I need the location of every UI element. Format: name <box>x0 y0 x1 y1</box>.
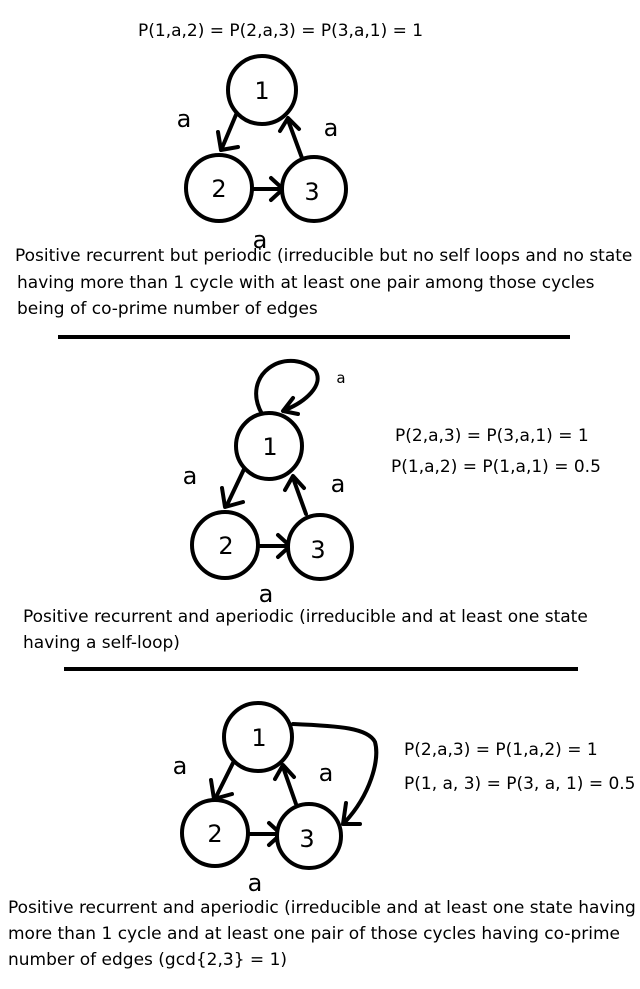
state-3-label: 3 <box>299 825 314 853</box>
edge-label-3-1: a <box>331 470 346 498</box>
edge-label-3-1: a <box>319 759 334 787</box>
edge-label-3-1: a <box>324 114 339 142</box>
edge-label-1-2: a <box>183 462 198 490</box>
section-1-caption-line-3: being of co-prime number of edges <box>17 299 318 319</box>
state-2-label: 2 <box>211 175 226 203</box>
edge-label-1-2: a <box>177 105 192 133</box>
section-1: P(1,a,2) = P(2,a,3) = P(3,a,1) = 1 1 2 3… <box>15 21 632 319</box>
state-2-label: 2 <box>207 820 222 848</box>
edge-1-to-2 <box>214 755 238 799</box>
state-2-label: 2 <box>218 532 233 560</box>
section-2-probability-line-2: P(1,a,2) = P(1,a,1) = 0.5 <box>391 457 601 477</box>
arrowhead-self-loop-1 <box>281 396 300 416</box>
edge-1-to-2 <box>220 108 240 150</box>
self-loop-1 <box>254 358 320 416</box>
section-2-caption-line-2: having a self-loop) <box>23 633 180 653</box>
state-1-label: 1 <box>254 77 269 105</box>
state-1-label: 1 <box>262 433 277 461</box>
edge-label-self-loop: a <box>336 369 345 387</box>
section-3-caption-line-1: Positive recurrent and aperiodic (irredu… <box>8 898 636 918</box>
state-1-label: 1 <box>251 724 266 752</box>
section-3-probability-line-2: P(1, a, 3) = P(3, a, 1) = 0.5 <box>404 774 636 794</box>
section-3-caption-line-3: number of edges (gcd{2,3} = 1) <box>8 950 287 970</box>
state-1-node <box>226 54 298 126</box>
state-3-label: 3 <box>304 178 319 206</box>
state-2-node <box>180 798 250 868</box>
section-2-probability-line-1: P(2,a,3) = P(3,a,1) = 1 <box>395 426 589 446</box>
section-3-caption-line-2: more than 1 cycle and at least one pair … <box>8 924 620 944</box>
section-1-caption-line-1: Positive recurrent but periodic (irreduc… <box>15 246 632 266</box>
section-2-caption-line-1: Positive recurrent and aperiodic (irredu… <box>23 607 588 627</box>
state-1-node <box>234 411 304 481</box>
state-2-node <box>190 510 260 580</box>
section-1-probability: P(1,a,2) = P(2,a,3) = P(3,a,1) = 1 <box>138 21 423 41</box>
edge-3-to-1 <box>291 476 308 516</box>
edge-label-2-3: a <box>248 869 263 897</box>
arrowhead-1-to-2 <box>220 486 245 509</box>
edge-1-to-2 <box>225 463 248 507</box>
edge-label-2-3: a <box>253 226 268 254</box>
arrowhead-3-to-1 <box>278 116 301 133</box>
edge-1-to-3 <box>291 722 379 824</box>
edge-3-to-1 <box>281 765 298 806</box>
state-3-node <box>275 802 343 870</box>
arrowhead-3-to-1 <box>273 763 296 781</box>
section-3-probability-line-1: P(2,a,3) = P(1,a,2) = 1 <box>404 740 598 760</box>
section-1-caption-line-2: having more than 1 cycle with at least o… <box>17 273 595 293</box>
state-1-node <box>222 701 294 773</box>
state-3-label: 3 <box>310 536 325 564</box>
edge-3-to-1 <box>286 118 304 160</box>
state-3-node <box>280 155 348 223</box>
section-2: a 1 2 3 a a a P(2,a,3) = P(3,a,1) = 1 P(… <box>23 358 601 653</box>
edge-label-2-3: a <box>259 580 274 608</box>
arrowhead-3-to-1 <box>283 474 306 492</box>
state-3-node <box>286 513 354 581</box>
arrowhead-1-to-2 <box>216 130 240 152</box>
edge-label-1-2: a <box>173 752 188 780</box>
arrowhead-1-to-3 <box>341 801 362 826</box>
section-3: 1 2 3 a a a P(2,a,3) = P(1,a,2) = 1 P(1,… <box>8 701 636 970</box>
state-2-node <box>184 153 254 223</box>
